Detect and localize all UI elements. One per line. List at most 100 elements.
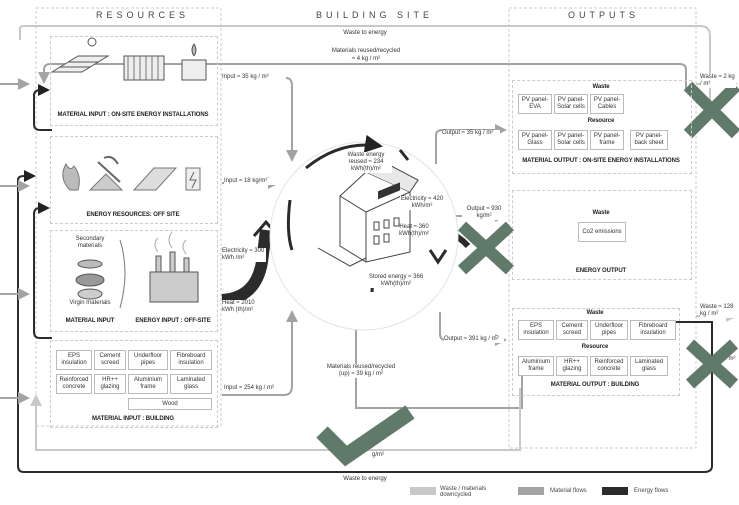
energy-input-offsite-caption: ENERGY INPUT : OFF-SITE: [135, 318, 211, 324]
secondary-materials-label: Secondary materials: [75, 236, 105, 249]
bottom-partial-label: g/m²: [372, 452, 384, 458]
waste-top-right-label: Waste ≈ 2 kg / m²: [700, 74, 736, 88]
waste-mid-right-label: Waste ≈ 128 kg / m²: [700, 304, 738, 318]
onsite-resource-item: PV panel- back sheet: [630, 130, 668, 150]
building-input-item: Underfloor pipes: [128, 350, 168, 370]
heat-360-label: Heat ≈ 360 kWh(th)/m²: [399, 224, 429, 237]
legend-swatch-material: [518, 487, 544, 495]
building-input-item: Aluminium frame: [128, 374, 168, 394]
onsite-waste-item: PV panel- Cables: [590, 94, 624, 114]
onsite-waste-item: PV panel- Solar cells: [554, 94, 588, 114]
onsite-output-panel: [512, 80, 692, 174]
heat-in-label: Heat ≈ 2010 kWh (th)/m²: [222, 300, 258, 314]
output-35-label: Output ≈ 35 kg / m²: [442, 130, 500, 137]
energy-output-panel: [512, 190, 692, 280]
waste-energy-reused-label: Waste energy reused ≈ 234 kWh(th)/m²: [340, 152, 392, 173]
left-loop-2: [33, 202, 52, 339]
reject-cross-center: [457, 221, 515, 275]
mining-icon: [88, 155, 124, 191]
outputs-header: OUTPUTS: [568, 10, 640, 20]
approve-check-mark: [316, 405, 415, 467]
building-input-item: Cement screed: [94, 350, 126, 370]
offsite-resources-panel: [50, 136, 218, 224]
factory-icon: [149, 231, 199, 303]
reject-cross-bottom-right: [685, 339, 739, 389]
flame-icon: [62, 162, 80, 191]
house-icon: [317, 159, 419, 267]
legend-energy-label: Energy flows: [634, 488, 669, 494]
left-loop-1: [33, 84, 52, 131]
input-35-label: Input ≈ 35 kg / m²: [222, 74, 286, 81]
materials-reused-top-label: Materials reused/recycled: [314, 48, 418, 55]
materials-reused-top-loop: [38, 63, 687, 90]
onsite-resource-item: PV panel- frame: [590, 130, 624, 150]
onsite-energy-panel: [50, 36, 218, 126]
building-waste-item: Underfloor pipes: [590, 320, 628, 340]
onsite-output-resource-title: Resource: [587, 118, 615, 124]
building-site-header: BUILDING SITE: [316, 10, 434, 20]
waste-to-energy-top-label: Waste to energy: [320, 30, 410, 37]
virgin-materials-label: Virgin materials: [69, 300, 111, 306]
co2-emissions-item: Co2 emissions: [578, 222, 626, 242]
building-output-waste-title: Waste: [586, 310, 604, 316]
building-resource-item: Aluminium frame: [518, 356, 554, 376]
material-input-caption: MATERIAL INPUT: [65, 318, 115, 324]
stove-icon: [181, 43, 207, 81]
building-input-caption: MATERIAL INPUT : BUILDING: [92, 416, 174, 422]
mid-right-unit: m²: [728, 356, 736, 362]
left-arc: [286, 199, 294, 251]
building-resource-item: Laminated glass: [630, 356, 668, 376]
building-input-item: Laminated glass: [170, 374, 212, 394]
input-254-arrow: [222, 310, 298, 396]
building-waste-item: Cement screed: [556, 320, 588, 340]
legend-swatch-energy: [602, 487, 628, 495]
building-resource-item: Reinforced concrete: [590, 356, 628, 376]
building-input-item: Reinforced concrete: [56, 374, 92, 394]
building-input-item: Fibreboard insulation: [170, 350, 212, 370]
legend-material-label: Material flows: [550, 488, 587, 494]
output-930-label: Output ≈ 930 kg/m²: [462, 206, 506, 220]
onsite-energy-caption: MATERIAL INPUT : ON-SITE ENERGY INSTALLA…: [57, 112, 209, 118]
building-input-wood: Wood: [128, 398, 212, 410]
materials-reused-top-value: ≈ 4 kg / m²: [334, 56, 398, 63]
materials-reused-bottom-label: Materials reused/recycled (up) ≈ 39 kg /…: [326, 364, 396, 378]
legend-waste-label: Waste / materials downcycled: [440, 486, 487, 498]
building-waste-item: Fibreboard insulation: [630, 320, 676, 340]
solar-field-icon: [132, 167, 178, 191]
stored-energy-label: Stored energy ≈ 366 kWh(th)/m²: [368, 274, 424, 288]
pv-panel-icon: [50, 37, 110, 73]
output-391-label: Output ≈ 391 kg / m²: [444, 336, 504, 343]
onsite-resource-item: PV panel- Glass: [518, 130, 552, 150]
waste-energy-arc: [305, 134, 383, 170]
building-input-item: HR++ glazing: [94, 374, 126, 394]
waste-to-energy-bottom-label: Waste to energy: [330, 476, 400, 483]
solar-collector-icon: [123, 55, 165, 81]
legend-swatch-waste: [410, 487, 436, 495]
arc-tick: [398, 149, 410, 161]
onsite-resource-item: PV panel- Solar cells: [554, 130, 588, 150]
output-35-arrow: [435, 124, 507, 164]
waste-downcycled-loop: [30, 388, 521, 451]
offsite-resources-caption: ENERGY RESOURCES: OFF SITE: [86, 212, 180, 218]
materials-reused-bottom-loop: [350, 266, 523, 409]
energy-output-caption: ENERGY OUTPUT: [575, 268, 627, 274]
building-resource-item: HR++ glazing: [556, 356, 588, 376]
outputs-column-frame: [508, 7, 697, 449]
resources-header: RESOURCES: [96, 10, 190, 20]
onsite-output-caption: MATERIAL OUTPUT : ON-SITE ENERGY INSTALL…: [522, 158, 680, 164]
battery-icon: [185, 167, 201, 191]
resources-column-frame: [35, 7, 222, 427]
building-input-item: EPS insulation: [56, 350, 92, 370]
waste-to-energy-bottom-loop: [17, 170, 713, 473]
building-output-panel: [512, 308, 680, 396]
electricity-in-label: Electricity ≈ 300 kWh /m²: [222, 248, 266, 262]
down-chevron: [428, 249, 448, 265]
building-output-caption: MATERIAL OUTPUT : BUILDING: [550, 382, 640, 388]
input-35-arrow: [222, 77, 298, 162]
waste-to-energy-top-loop: [19, 25, 711, 120]
material-energy-input-panel: [50, 230, 218, 332]
energy-input-flow: [221, 229, 272, 306]
building-output-resource-title: Resource: [581, 344, 609, 350]
onsite-waste-item: PV panel- EVA: [518, 94, 552, 114]
